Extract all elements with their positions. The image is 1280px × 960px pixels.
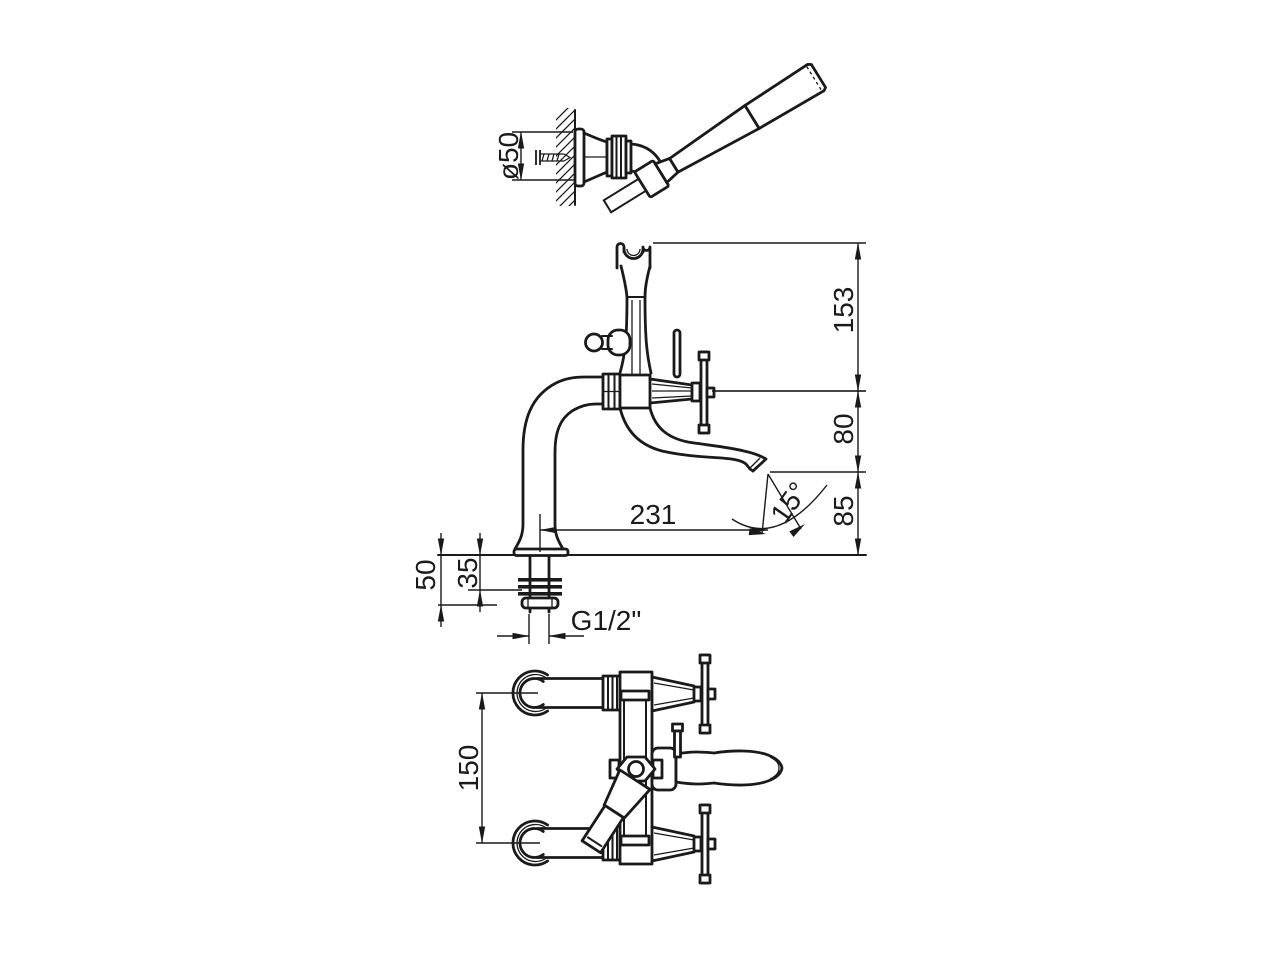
height-80-label: 80	[828, 413, 859, 444]
shower-outlet-tube	[580, 768, 652, 855]
dimension-spout-angle: 15°	[731, 473, 828, 538]
wall-union-top	[511, 669, 622, 717]
dimension-spout-reach: 231	[539, 499, 769, 552]
base-plate	[512, 547, 570, 557]
shower-holder-bracket	[573, 127, 633, 188]
dimension-holder-diameter: ø50	[493, 131, 576, 181]
spout-front	[650, 746, 784, 792]
hand-shower	[602, 62, 827, 214]
centers-150-label: 150	[453, 745, 484, 792]
rear-handle-spoke	[672, 328, 682, 379]
height-85-label: 85	[828, 495, 859, 526]
valve-and-cross-handle	[648, 350, 866, 435]
valve-top-front	[650, 653, 717, 735]
side-view: 153 80 85 231 15°	[410, 242, 867, 644]
underdeck-35-label: 35	[452, 557, 483, 588]
dimension-thread: G1/2"	[497, 605, 641, 644]
spout-collar	[601, 372, 652, 411]
dimension-centers: 150	[453, 692, 540, 844]
hand-shower-detail-view: ø50	[493, 62, 827, 214]
spout-angle-label: 15°	[764, 476, 814, 528]
threaded-tail-pipe	[518, 554, 562, 614]
thread-label: G1/2"	[571, 605, 642, 636]
diverter-pin-front	[671, 722, 684, 759]
front-view: 150	[453, 653, 784, 885]
diverter-hex-front	[608, 755, 664, 783]
wall-screw-detail	[535, 150, 572, 165]
dimension-underdeck: 50 35	[410, 533, 522, 627]
spout-side	[618, 406, 768, 473]
underdeck-50-label: 50	[410, 559, 441, 590]
spout-reach-label: 231	[630, 499, 677, 530]
valve-bottom-front	[650, 803, 717, 885]
diverter-knob	[584, 332, 604, 353]
faucet-body-side	[512, 375, 605, 557]
hand-shower-head	[743, 62, 827, 130]
diverter-pin	[584, 328, 632, 357]
dimension-heights: 153 80 85	[653, 242, 866, 556]
holder-diameter-label: ø50	[493, 132, 524, 180]
center-block	[618, 373, 652, 410]
height-153-label: 153	[828, 287, 859, 334]
hand-shower-handle	[668, 104, 761, 174]
